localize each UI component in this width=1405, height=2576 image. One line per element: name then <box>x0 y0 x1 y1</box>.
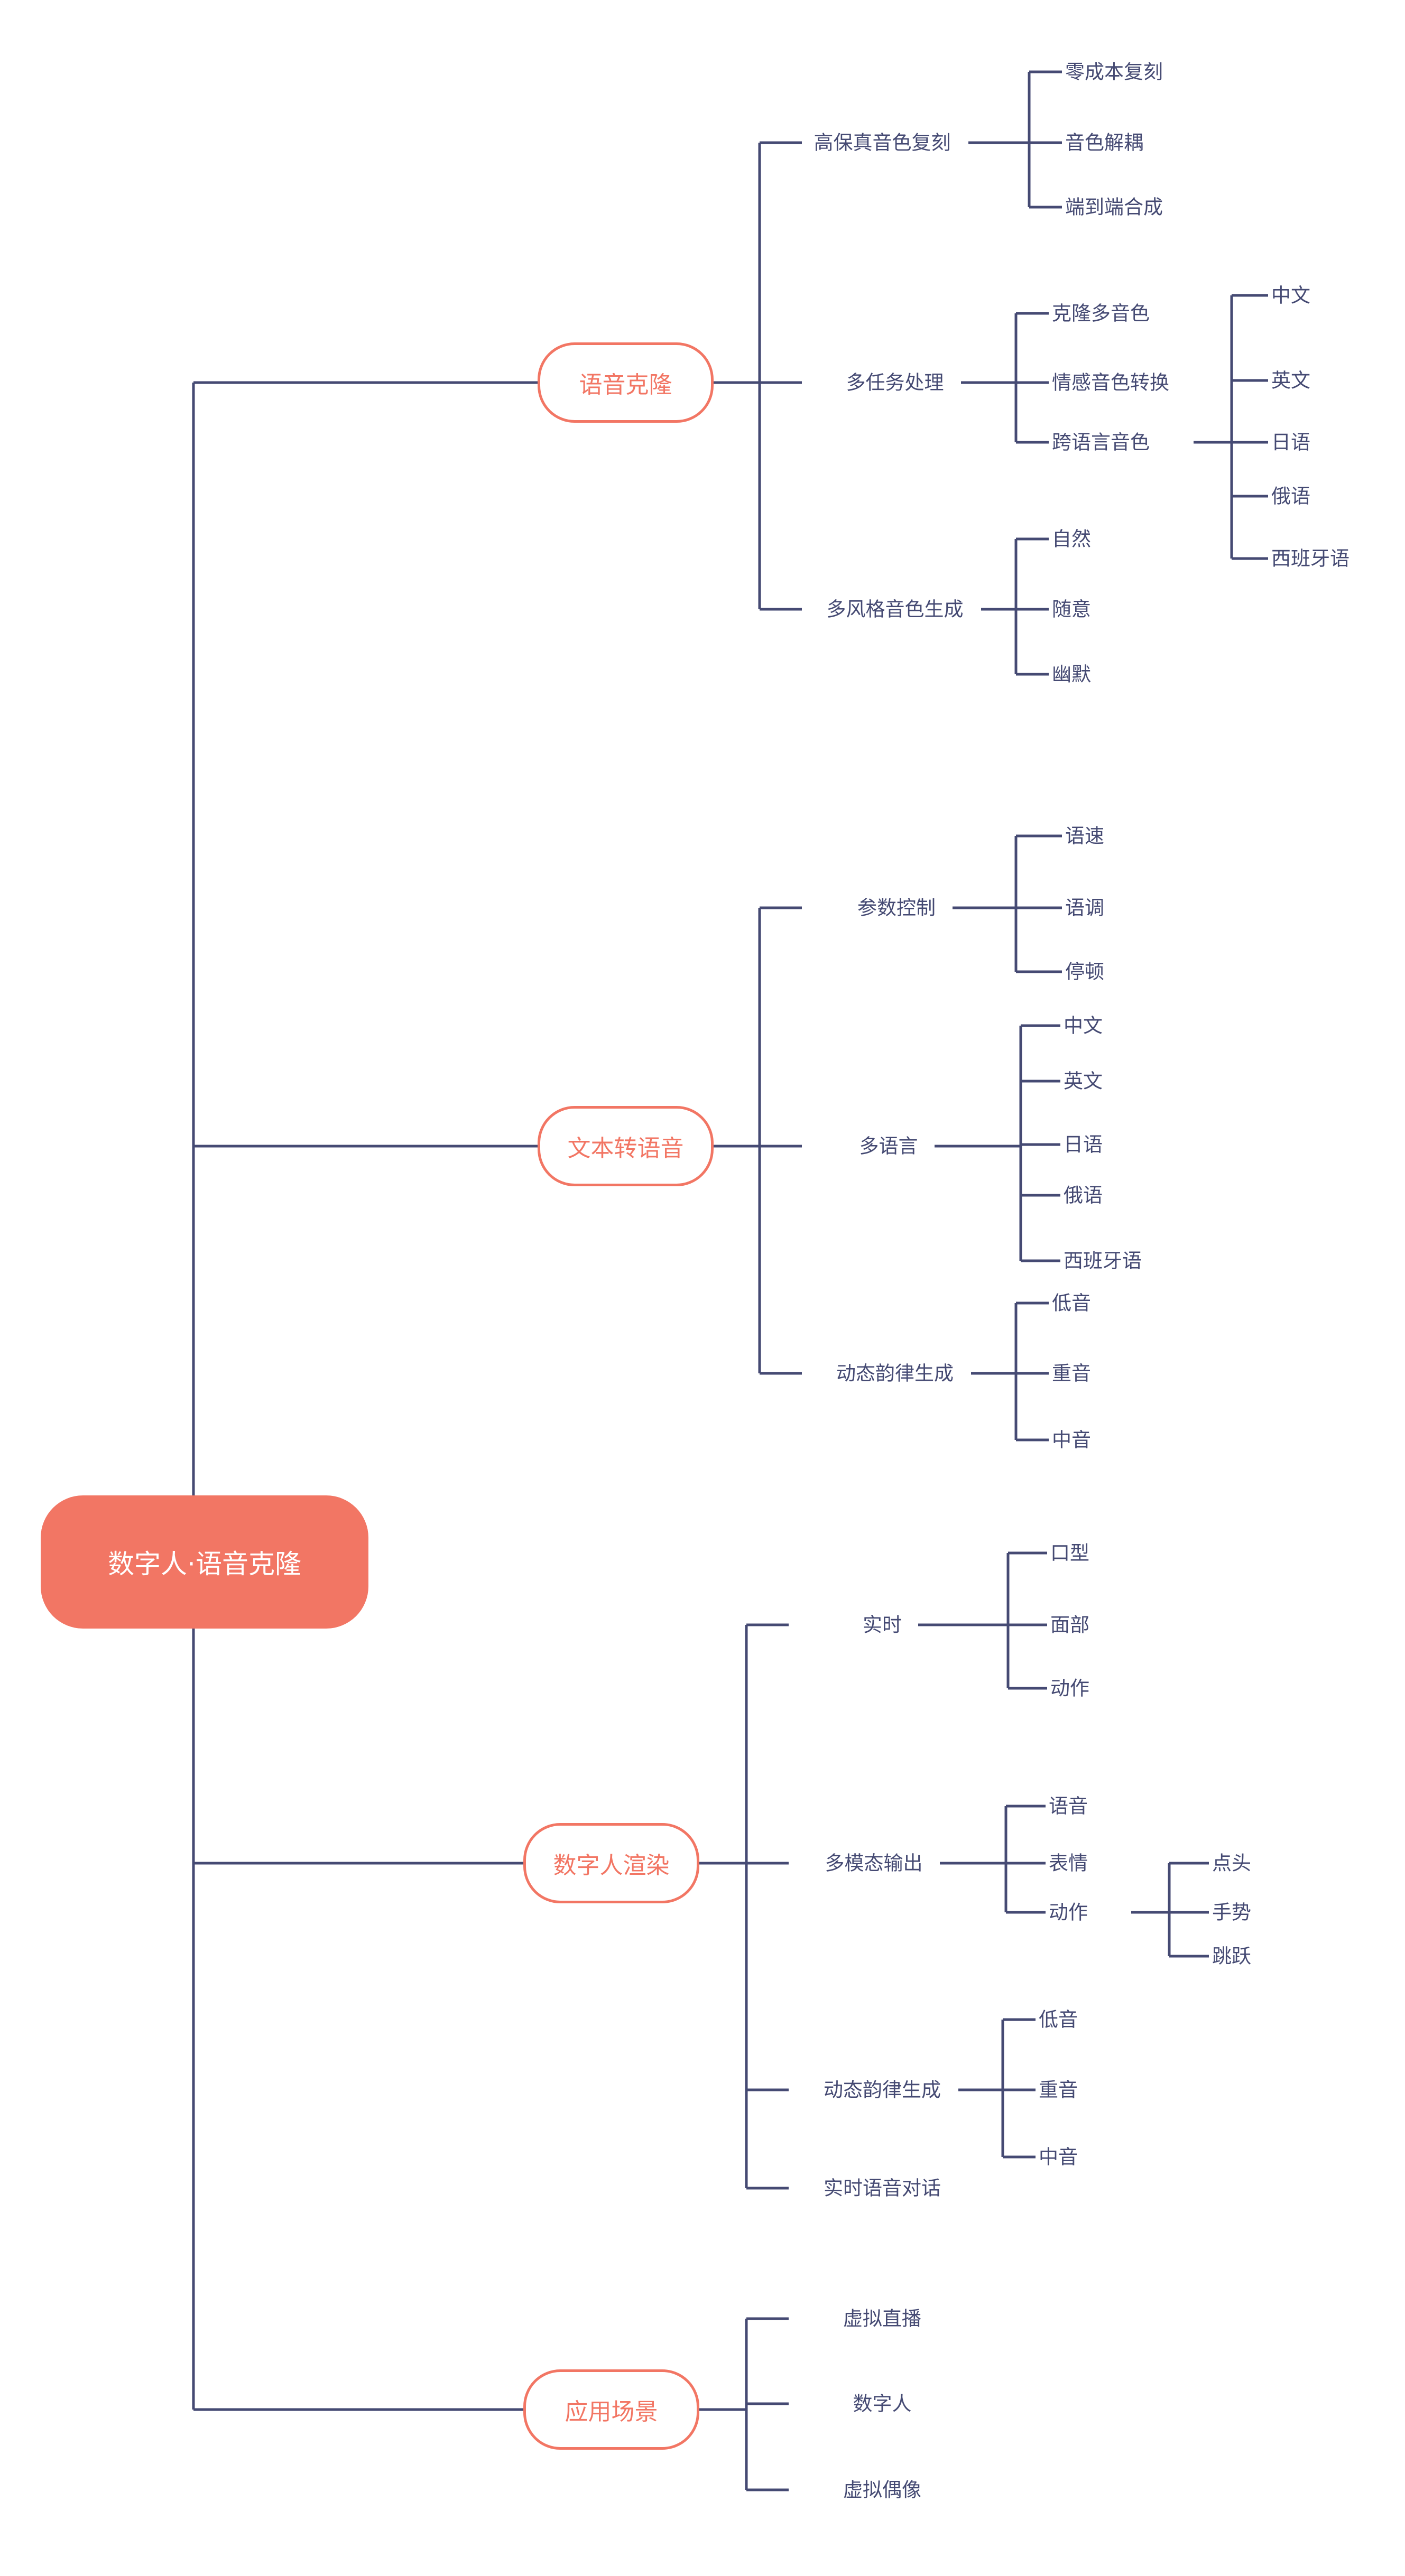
branch-node[interactable]: 语音克隆 <box>538 342 714 423</box>
root-node-label: 数字人·语音克隆 <box>108 1549 301 1579</box>
leaf-node[interactable]: 重音 <box>1039 2078 1078 2101</box>
subtopic-node[interactable]: 高保真音色复刻 <box>814 131 951 154</box>
leaf-node[interactable]: 英文 <box>1064 1070 1103 1093</box>
leaf-node[interactable]: 克隆多音色 <box>1052 302 1150 325</box>
leaf-node[interactable]: 语调 <box>1065 896 1104 919</box>
leaf-node[interactable]: 停顿 <box>1065 960 1104 983</box>
branch-node-label: 语音克隆 <box>579 371 672 398</box>
subtopic-node[interactable]: 多风格音色生成 <box>826 598 964 621</box>
leaf-node[interactable]: 日语 <box>1271 431 1310 454</box>
subtopic-node[interactable]: 动态韵律生成 <box>836 1362 954 1385</box>
leaf-node[interactable]: 俄语 <box>1271 485 1310 508</box>
leaf-node[interactable]: 中文 <box>1064 1014 1103 1037</box>
leaf-node[interactable]: 面部 <box>1050 1613 1089 1636</box>
subtopic-node[interactable]: 多模态输出 <box>825 1852 923 1875</box>
leaf-node[interactable]: 语速 <box>1065 824 1104 848</box>
leaf-node[interactable]: 西班牙语 <box>1271 547 1349 570</box>
leaf-node[interactable]: 中文 <box>1271 284 1310 307</box>
branch-node[interactable]: 文本转语音 <box>538 1106 714 1186</box>
leaf-node[interactable]: 点头 <box>1212 1852 1251 1875</box>
subtopic-node[interactable]: 虚拟直播 <box>843 2307 921 2330</box>
leaf-node[interactable]: 自然 <box>1052 527 1091 551</box>
leaf-node[interactable]: 低音 <box>1052 1291 1091 1315</box>
leaf-node[interactable]: 日语 <box>1064 1133 1103 1156</box>
leaf-node[interactable]: 跳跃 <box>1212 1945 1251 1968</box>
root-node[interactable]: 数字人·语音克隆 <box>41 1495 368 1629</box>
subtopic-node[interactable]: 虚拟偶像 <box>843 2478 921 2501</box>
leaf-node[interactable]: 跨语言音色 <box>1052 431 1150 454</box>
leaf-node[interactable]: 端到端合成 <box>1065 196 1163 219</box>
branch-node[interactable]: 数字人渲染 <box>523 1823 699 1903</box>
leaf-node[interactable]: 中音 <box>1039 2145 1078 2169</box>
leaf-node[interactable]: 零成本复刻 <box>1065 60 1163 83</box>
branch-node-label: 数字人渲染 <box>553 1852 670 1879</box>
branch-node[interactable]: 应用场景 <box>523 2369 699 2450</box>
leaf-node[interactable]: 语音 <box>1049 1794 1088 1818</box>
leaf-node[interactable]: 随意 <box>1052 598 1091 621</box>
subtopic-node[interactable]: 数字人 <box>853 2392 912 2415</box>
branch-node-label: 应用场景 <box>565 2398 658 2425</box>
subtopic-node[interactable]: 动态韵律生成 <box>824 2078 941 2101</box>
leaf-node[interactable]: 幽默 <box>1052 663 1091 686</box>
subtopic-node[interactable]: 多任务处理 <box>846 371 944 394</box>
leaf-node[interactable]: 表情 <box>1049 1852 1088 1875</box>
branch-node-label: 文本转语音 <box>567 1135 684 1162</box>
subtopic-node[interactable]: 参数控制 <box>857 896 936 919</box>
leaf-node[interactable]: 重音 <box>1052 1362 1091 1385</box>
subtopic-node[interactable]: 多语言 <box>859 1134 918 1158</box>
leaf-node[interactable]: 西班牙语 <box>1064 1249 1142 1272</box>
leaf-node[interactable]: 情感音色转换 <box>1052 371 1169 394</box>
leaf-node[interactable]: 英文 <box>1271 369 1310 392</box>
subtopic-node[interactable]: 实时 <box>863 1613 902 1636</box>
leaf-node[interactable]: 音色解耦 <box>1065 131 1143 154</box>
leaf-node[interactable]: 口型 <box>1050 1541 1089 1565</box>
leaf-node[interactable]: 中音 <box>1052 1428 1091 1452</box>
leaf-node[interactable]: 低音 <box>1039 2008 1078 2031</box>
leaf-node[interactable]: 动作 <box>1049 1901 1088 1924</box>
leaf-node[interactable]: 俄语 <box>1064 1184 1103 1207</box>
leaf-node[interactable]: 手势 <box>1212 1901 1251 1924</box>
subtopic-node[interactable]: 实时语音对话 <box>824 2177 941 2200</box>
leaf-node[interactable]: 动作 <box>1050 1677 1089 1700</box>
